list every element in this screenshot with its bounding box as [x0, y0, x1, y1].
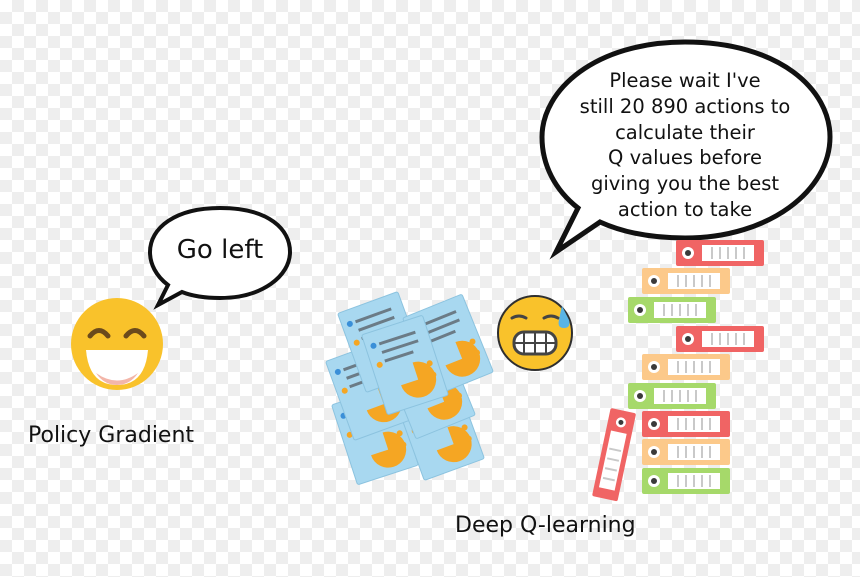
dqn-speech-line: calculate their [615, 120, 755, 144]
policy-speech-text: Go left [176, 235, 264, 265]
dqn-speech-line: Q values before [608, 146, 762, 170]
dqn-speech-line: still 20 890 actions to [579, 94, 791, 118]
dqn-speech-line: action to take [617, 197, 753, 221]
dqn-speech-line: Please wait I've [609, 69, 761, 92]
policy-gradient-label: Policy Gradient [28, 423, 195, 448]
deep-q-learning-label: Deep Q-learning [455, 513, 636, 538]
dqn-speech-text: Please wait I've still 20 890 actions to… [560, 68, 810, 223]
dqn-speech-line: giving you the best [590, 172, 780, 196]
